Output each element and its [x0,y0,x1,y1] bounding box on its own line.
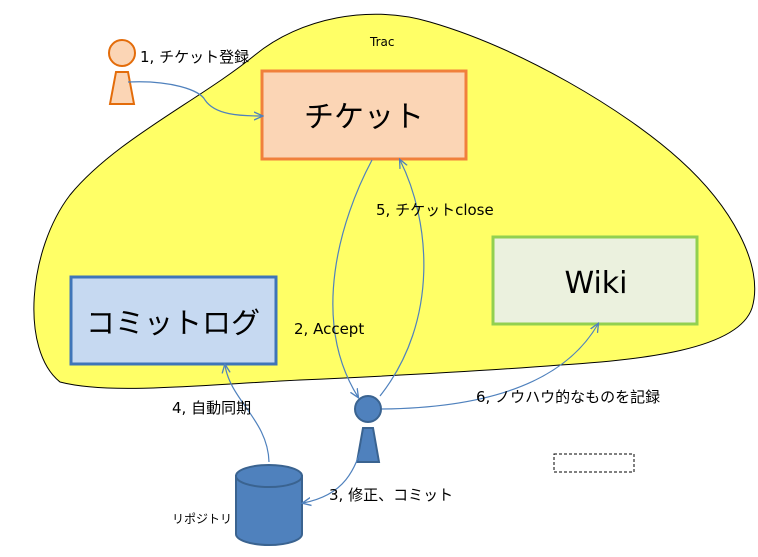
db-top [235,464,303,488]
ticket-box [260,69,468,161]
arrow-step1 [127,81,262,116]
step5-label: 5, チケットclose [376,201,494,219]
reporter-body [108,71,136,105]
db-body [235,475,303,546]
dashed-placeholder-box [553,453,635,473]
step2-label: 2, Accept [294,320,364,338]
repository-label: リポジトリ [172,512,232,526]
commitlog-label: コミットログ [86,306,260,340]
wiki-box [491,235,699,326]
arrow-step6 [381,324,598,410]
person-icon-reporter [108,39,136,105]
step3-label: 3, 修正、コミット [329,486,453,504]
reporter-head [108,39,136,67]
trac-label: Trac [369,35,394,49]
step4-label: 4, 自動同期 [172,399,251,417]
wiki-label: Wiki [564,266,627,301]
arrow-step2 [332,159,373,397]
ticket-label: チケット [304,100,424,135]
step6-label: 6, ノウハウ的なものを記録 [476,388,660,406]
arrow-step4 [225,365,270,463]
database-icon [235,464,303,546]
developer-body [355,427,381,463]
person-icon-developer [354,395,382,463]
arrow-step5 [379,160,425,397]
developer-head [354,395,382,423]
arrow-step3 [303,439,365,503]
commitlog-box [69,275,278,366]
step1-label: 1, チケット登録 [140,48,249,66]
